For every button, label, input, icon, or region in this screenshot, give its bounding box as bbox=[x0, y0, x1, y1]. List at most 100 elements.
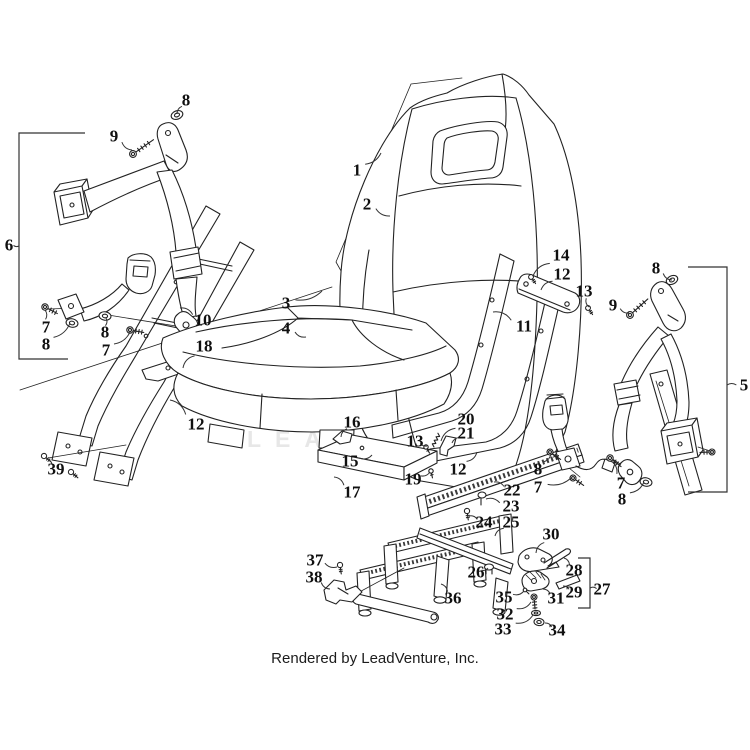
slider-rail bbox=[416, 443, 585, 520]
left-seat-belt-assembly bbox=[47, 122, 203, 338]
retractor bbox=[660, 417, 704, 465]
leader-line bbox=[515, 614, 534, 624]
nut-icon bbox=[639, 477, 653, 487]
callout-label-8: 8 bbox=[534, 460, 543, 479]
leader-line bbox=[179, 307, 194, 315]
callout-label-26: 26 bbox=[468, 563, 485, 582]
buckle-anchor-plate bbox=[555, 447, 581, 471]
rail-foot-plate bbox=[93, 451, 135, 487]
callout-label-18: 18 bbox=[196, 337, 213, 356]
leader-line bbox=[589, 586, 597, 589]
leader-line bbox=[662, 273, 673, 281]
leader-line bbox=[493, 481, 505, 487]
shoulder-belt bbox=[83, 160, 173, 213]
callout-label-7: 7 bbox=[534, 478, 543, 497]
latch-strap-bracket bbox=[439, 435, 457, 457]
leader-line bbox=[466, 451, 478, 462]
belt-anchor-bracket bbox=[650, 281, 686, 332]
right-seat-belt-assembly bbox=[607, 281, 714, 486]
leader-line bbox=[320, 582, 331, 590]
callout-label-7: 7 bbox=[102, 341, 111, 360]
end-cap bbox=[477, 491, 487, 506]
pivot-cam-assembly bbox=[517, 547, 581, 592]
nut-icon bbox=[65, 318, 79, 328]
leader-line bbox=[440, 583, 449, 592]
lap-anchor-plate bbox=[617, 459, 643, 486]
bolt-icon bbox=[530, 593, 538, 610]
callout-label-38: 38 bbox=[306, 568, 323, 587]
callout-label-12: 12 bbox=[188, 415, 205, 434]
spring-icon bbox=[431, 432, 441, 448]
nut-icon bbox=[98, 311, 112, 321]
leader-line bbox=[629, 481, 645, 494]
leader-line bbox=[451, 437, 460, 444]
bracket-item-5 bbox=[688, 266, 728, 493]
screw-icon bbox=[463, 507, 471, 521]
callout-label-24: 24 bbox=[476, 513, 494, 532]
leader-line bbox=[324, 562, 338, 569]
callout-label-6: 6 bbox=[5, 236, 14, 255]
headrest-handle-cutout bbox=[430, 121, 508, 185]
callout-label-27: 27 bbox=[594, 580, 612, 599]
belt-adjuster-sleeve bbox=[169, 246, 203, 280]
bolt-icon bbox=[699, 448, 716, 456]
callout-label-30: 30 bbox=[543, 525, 560, 544]
leader-line bbox=[169, 399, 187, 415]
leader-line bbox=[365, 152, 382, 165]
callout-layer: 1234689788710181239141213118951615171320… bbox=[5, 91, 749, 640]
bolt-icon bbox=[126, 326, 145, 335]
callout-label-2: 2 bbox=[363, 195, 372, 214]
leader-line bbox=[542, 588, 551, 595]
leader-line bbox=[726, 382, 737, 386]
leader-line bbox=[468, 515, 478, 520]
washer-icon bbox=[530, 609, 542, 617]
cap bbox=[483, 563, 495, 575]
callout-label-3: 3 bbox=[282, 294, 291, 313]
belt-anchor-bracket bbox=[156, 122, 188, 172]
callout-label-1: 1 bbox=[353, 161, 362, 180]
callout-label-34: 34 bbox=[549, 621, 567, 640]
callout-label-25: 25 bbox=[503, 513, 520, 532]
callout-label-36: 36 bbox=[445, 589, 462, 608]
leader-line bbox=[610, 460, 618, 474]
leader-line bbox=[585, 298, 590, 308]
cam-plate-upper bbox=[517, 547, 560, 573]
leader-line bbox=[294, 331, 307, 338]
callout-label-13: 13 bbox=[576, 282, 593, 301]
leader-line bbox=[44, 309, 48, 320]
callout-label-13: 13 bbox=[407, 432, 424, 451]
leader-line bbox=[340, 428, 348, 438]
leader-line bbox=[619, 308, 630, 314]
callout-label-28: 28 bbox=[566, 561, 583, 580]
leader-line bbox=[113, 331, 131, 345]
floor-latch-bracket bbox=[323, 567, 405, 605]
callout-label-8: 8 bbox=[182, 91, 191, 110]
leader-line bbox=[359, 454, 373, 460]
bolt-icon bbox=[606, 454, 622, 468]
leader-line bbox=[512, 590, 525, 596]
rail-foot-plate bbox=[51, 431, 93, 467]
leader-line bbox=[540, 280, 553, 291]
mount-plate bbox=[516, 273, 581, 314]
leader-line bbox=[53, 322, 71, 338]
footer-caption: Rendered by LeadVenture, Inc. bbox=[271, 650, 479, 667]
bolt-icon bbox=[626, 298, 649, 319]
leader-line bbox=[333, 476, 345, 486]
callout-label-23: 23 bbox=[503, 497, 520, 516]
callout-label-19: 19 bbox=[405, 470, 422, 489]
tray-hook bbox=[332, 430, 353, 445]
leader-line bbox=[563, 557, 570, 565]
callout-label-16: 16 bbox=[344, 413, 361, 432]
callout-label-22: 22 bbox=[504, 481, 521, 500]
hardware-layer bbox=[40, 110, 716, 627]
callout-label-10: 10 bbox=[195, 311, 212, 330]
callout-label-32: 32 bbox=[497, 605, 514, 624]
callout-label-9: 9 bbox=[110, 127, 119, 146]
leader-line bbox=[547, 477, 572, 486]
leader-line bbox=[485, 497, 501, 504]
adjuster-rail bbox=[416, 527, 514, 616]
callout-label-31: 31 bbox=[548, 589, 565, 608]
callout-label-37: 37 bbox=[307, 551, 325, 570]
leader-line bbox=[46, 458, 53, 465]
tray-bracket bbox=[317, 430, 438, 481]
